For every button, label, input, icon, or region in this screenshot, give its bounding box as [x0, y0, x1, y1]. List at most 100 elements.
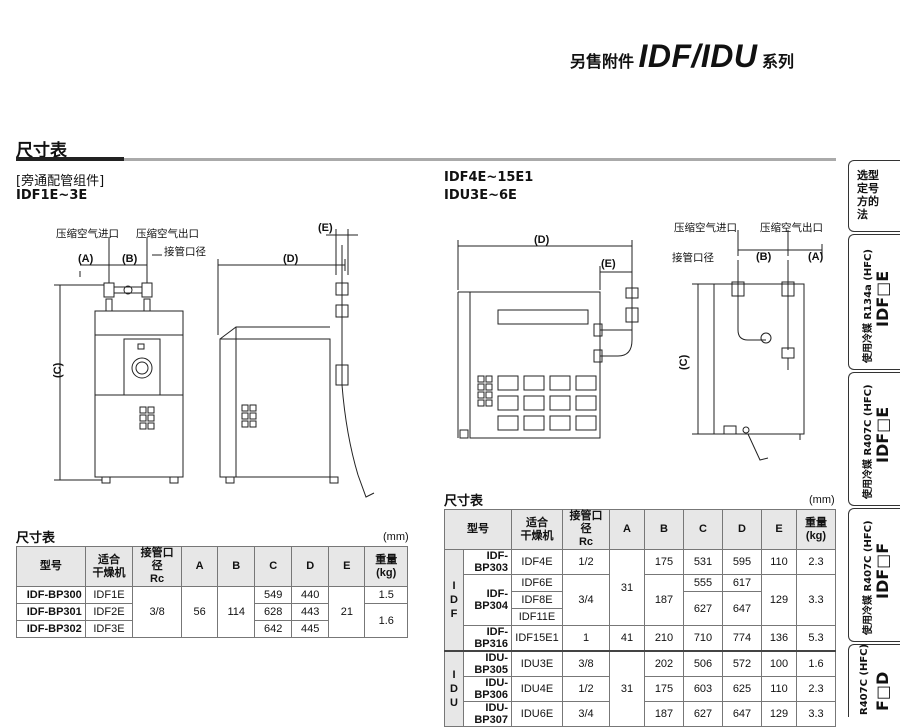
d-cell: 647	[722, 591, 762, 626]
right-dim-c: (C)	[678, 354, 690, 370]
weight-cell: 2.3	[796, 549, 836, 575]
dryer-cell: IDF2E	[84, 603, 134, 621]
d-cell: 440	[291, 586, 330, 604]
c-cell: 506	[683, 650, 723, 677]
right-dimension-drawing	[457, 230, 823, 461]
table-row: IDF IDF-BP303 IDF4E 1/2 31 175 531 595 1…	[444, 549, 836, 652]
tab-line: 定号	[857, 182, 879, 195]
table1-th-text: 重量(kg)	[375, 553, 398, 579]
side-tab-selection-text: 选型 定号 方的 法	[857, 169, 893, 221]
c-cell: 710	[683, 625, 723, 652]
right-models-1: IDF4E~15E1	[444, 170, 534, 185]
right-dim-e: (E)	[601, 258, 616, 270]
table1-th: 重量(kg)	[364, 546, 408, 587]
port-cell: 3/4	[562, 701, 610, 727]
group-idu: IDU	[444, 650, 464, 727]
b-cell: 175	[644, 549, 684, 575]
b-cell: 202	[644, 650, 684, 677]
d-cell: 774	[722, 625, 762, 652]
d-cell: 443	[291, 603, 330, 621]
right-dim-a: (A)	[808, 251, 824, 263]
dryer-cell: IDF11E	[511, 608, 563, 626]
model-cell: IDF-BP304	[463, 574, 512, 626]
c-cell: 531	[683, 549, 723, 575]
c-cell: 642	[254, 620, 293, 638]
table2-title: 尺寸表	[444, 494, 484, 509]
a-cell: 56	[181, 586, 219, 638]
right-port-label: 接管口径	[672, 252, 714, 264]
port-cell: 1	[562, 625, 610, 652]
table1-th: B	[217, 546, 256, 587]
header-suffix: 系列	[761, 52, 794, 71]
c-cell: 628	[254, 603, 293, 621]
b-cell: 175	[644, 676, 684, 702]
dryer-cell: IDU3E	[511, 650, 563, 677]
weight-cell: 1.6	[796, 650, 836, 677]
section-title: 尺寸表	[16, 141, 67, 161]
d-cell: 617	[722, 574, 762, 592]
table1-th: C	[254, 546, 293, 587]
table-row: IDF-BP301 IDF2E 628 443 1.6	[16, 603, 408, 638]
table-row: IDF-BP304 IDF6E 3/4 187 555 617 129 3.3	[445, 574, 836, 626]
table-row: IDF-BP316 IDF15E1 1 41 210 710 774 136 5…	[444, 625, 836, 652]
left-dim-b: (B)	[122, 253, 138, 265]
a-cell: 31	[609, 549, 645, 626]
tab-big-text: IDF□E	[873, 270, 892, 327]
model-cell: IDU-BP306	[463, 676, 512, 702]
side-tab-idf-e-r134a[interactable]: 使用冷媒 R134a (HFC) IDF□E	[848, 234, 900, 370]
table2-th: A	[609, 509, 645, 550]
port-cell: 1/2	[562, 676, 610, 702]
e-cell: 136	[761, 625, 797, 652]
left-dim-e: (E)	[318, 222, 333, 234]
table2-th: 型号	[444, 509, 512, 550]
right-dim-d: (D)	[534, 234, 550, 246]
left-models: IDF1E~3E	[16, 188, 88, 203]
tab-line: 法	[857, 208, 868, 221]
group-idu-text: IDU	[450, 669, 458, 709]
side-tab-f-d-r407c[interactable]: R407C (HFC) F□D	[848, 644, 900, 717]
tab-small-text: 使用冷媒 R134a (HFC)	[863, 249, 874, 363]
tab-line: 选型	[857, 169, 879, 182]
side-tab-idf-e-r407c[interactable]: 使用冷媒 R407C (HFC) IDF□E	[848, 372, 900, 506]
left-inlet-label: 压缩空气进口	[56, 228, 119, 240]
tab-small-text: R407C (HFC)	[859, 643, 870, 715]
table2-th: B	[644, 509, 684, 550]
model-cell: IDF-BP301	[16, 603, 86, 621]
model-cell: IDU-BP305	[463, 650, 512, 677]
group-idf: IDF	[444, 549, 464, 652]
table1-th: 型号	[16, 546, 86, 587]
a-cell: 31	[609, 650, 645, 727]
right-outlet-label: 压缩空气出口	[760, 222, 823, 234]
weight-cell: 3.3	[796, 701, 836, 727]
right-models-2: IDU3E~6E	[444, 188, 517, 203]
c-cell: 555	[683, 574, 723, 592]
table-row: IDU IDU-BP305 IDU3E 3/8 31 202 506 572 1…	[444, 650, 836, 727]
c-cell: 627	[683, 701, 723, 727]
c-cell: 603	[683, 676, 723, 702]
section-rule-dark	[16, 157, 124, 161]
left-dimension-drawing	[54, 229, 375, 498]
tab-small-text: 使用冷媒 R407C (HFC)	[863, 520, 874, 635]
table2-th: C	[683, 509, 723, 550]
table1-th: 适合干燥机	[84, 546, 134, 587]
tab-big-text: F□D	[873, 671, 892, 711]
e-cell: 21	[328, 586, 366, 638]
table-row: IDF11E	[445, 608, 836, 626]
model-cell: IDU-BP307	[463, 701, 512, 727]
e-cell: 129	[761, 574, 797, 626]
table2-unit: (mm)	[809, 494, 835, 506]
left-dim-d: (D)	[283, 253, 299, 265]
section-rule-light	[124, 158, 836, 161]
side-tab-idf-f-r407c[interactable]: 使用冷媒 R407C (HFC) IDF□F	[848, 508, 900, 642]
weight-cell: 1.5	[364, 586, 408, 604]
side-tab-selection-method[interactable]: 选型 定号 方的 法	[848, 160, 900, 232]
e-cell: 100	[761, 650, 797, 677]
table2-th-text: 重量(kg)	[805, 516, 827, 542]
left-port-label: 接管口径	[164, 246, 206, 258]
table2-th: E	[761, 509, 797, 550]
left-dim-c: (C)	[52, 362, 64, 378]
